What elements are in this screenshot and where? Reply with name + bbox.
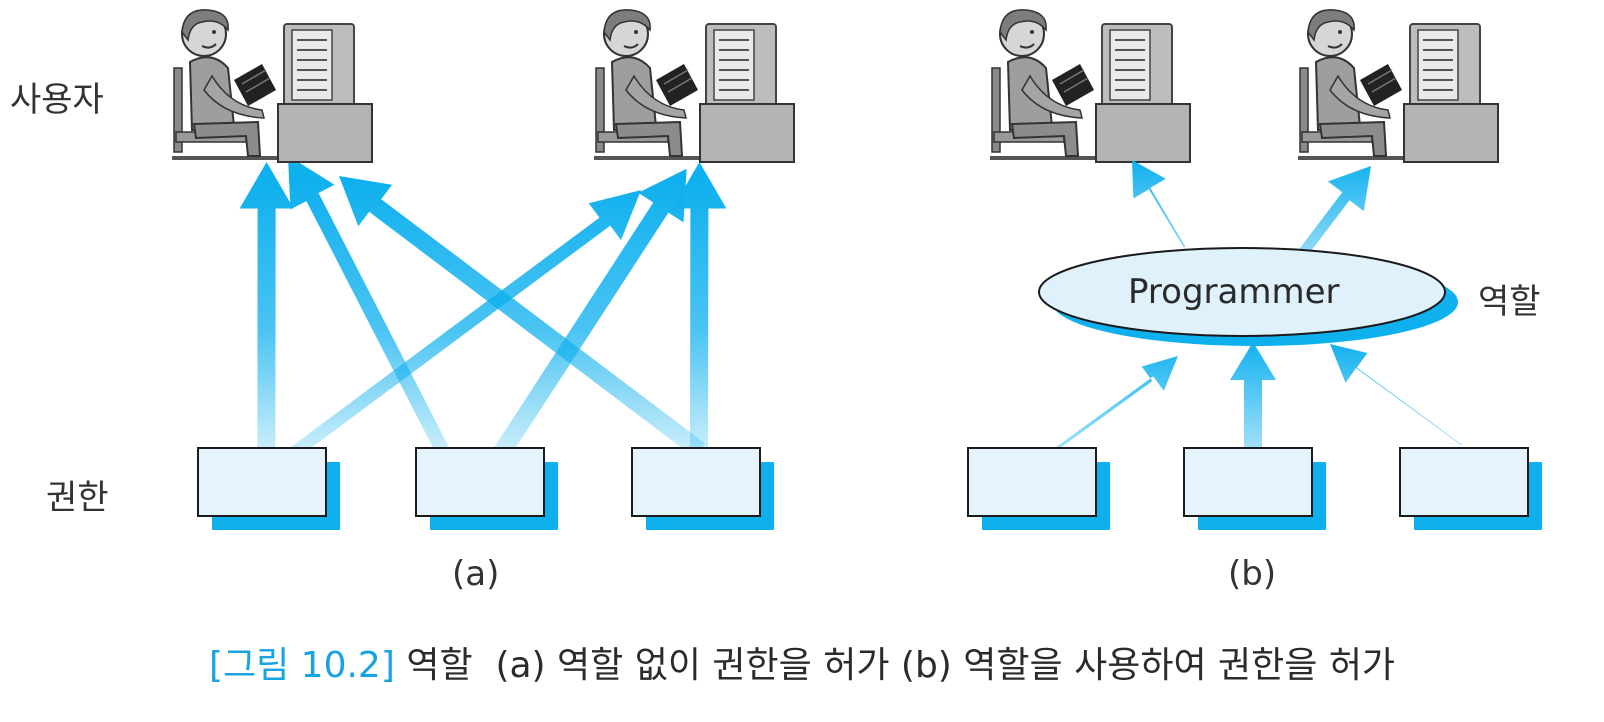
user-row-label: 사용자 [10, 80, 104, 120]
arrow [275, 190, 641, 467]
user-at-computer-icon [171, 8, 373, 163]
permission-box [1399, 447, 1543, 531]
role-node-label: Programmer [1128, 272, 1340, 312]
arrow [339, 176, 706, 457]
permission-arrows-a [239, 155, 727, 467]
role-to-user-arrows [1132, 160, 1371, 260]
permission-to-role-arrows [1050, 342, 1462, 455]
arrow [1050, 356, 1178, 455]
panel-b-label: (b) [1228, 554, 1277, 594]
permission-box [1183, 447, 1327, 531]
panel-a [171, 8, 795, 531]
role-node [1038, 247, 1458, 346]
permission-box [967, 447, 1111, 531]
user-at-computer-icon [989, 8, 1191, 163]
permission-row-label: 권한 [46, 478, 109, 518]
figure-number: [그림 10.2] [208, 645, 395, 686]
figure-caption-text: 역할 (a) 역할 없이 권한을 허가 (b) 역할을 사용하여 권한을 허가 [406, 645, 1396, 686]
arrow [1330, 344, 1462, 446]
arrow [1230, 342, 1276, 452]
arrow [288, 155, 452, 461]
permission-box [415, 447, 559, 531]
permission-box [197, 447, 341, 531]
permission-box [631, 447, 775, 531]
figure-caption: [그림 10.2] 역할 (a) 역할 없이 권한을 허가 (b) 역할을 사용… [0, 636, 1604, 688]
arrow [1132, 160, 1186, 248]
arrow [672, 162, 727, 455]
arrow [239, 162, 294, 455]
role-label: 역할 [1478, 282, 1541, 322]
arrow [488, 168, 687, 467]
panel-b [967, 8, 1543, 531]
user-at-computer-icon [593, 8, 795, 163]
arrow [1297, 166, 1371, 260]
panel-a-label: (a) [452, 554, 500, 594]
user-at-computer-icon [1297, 8, 1499, 163]
